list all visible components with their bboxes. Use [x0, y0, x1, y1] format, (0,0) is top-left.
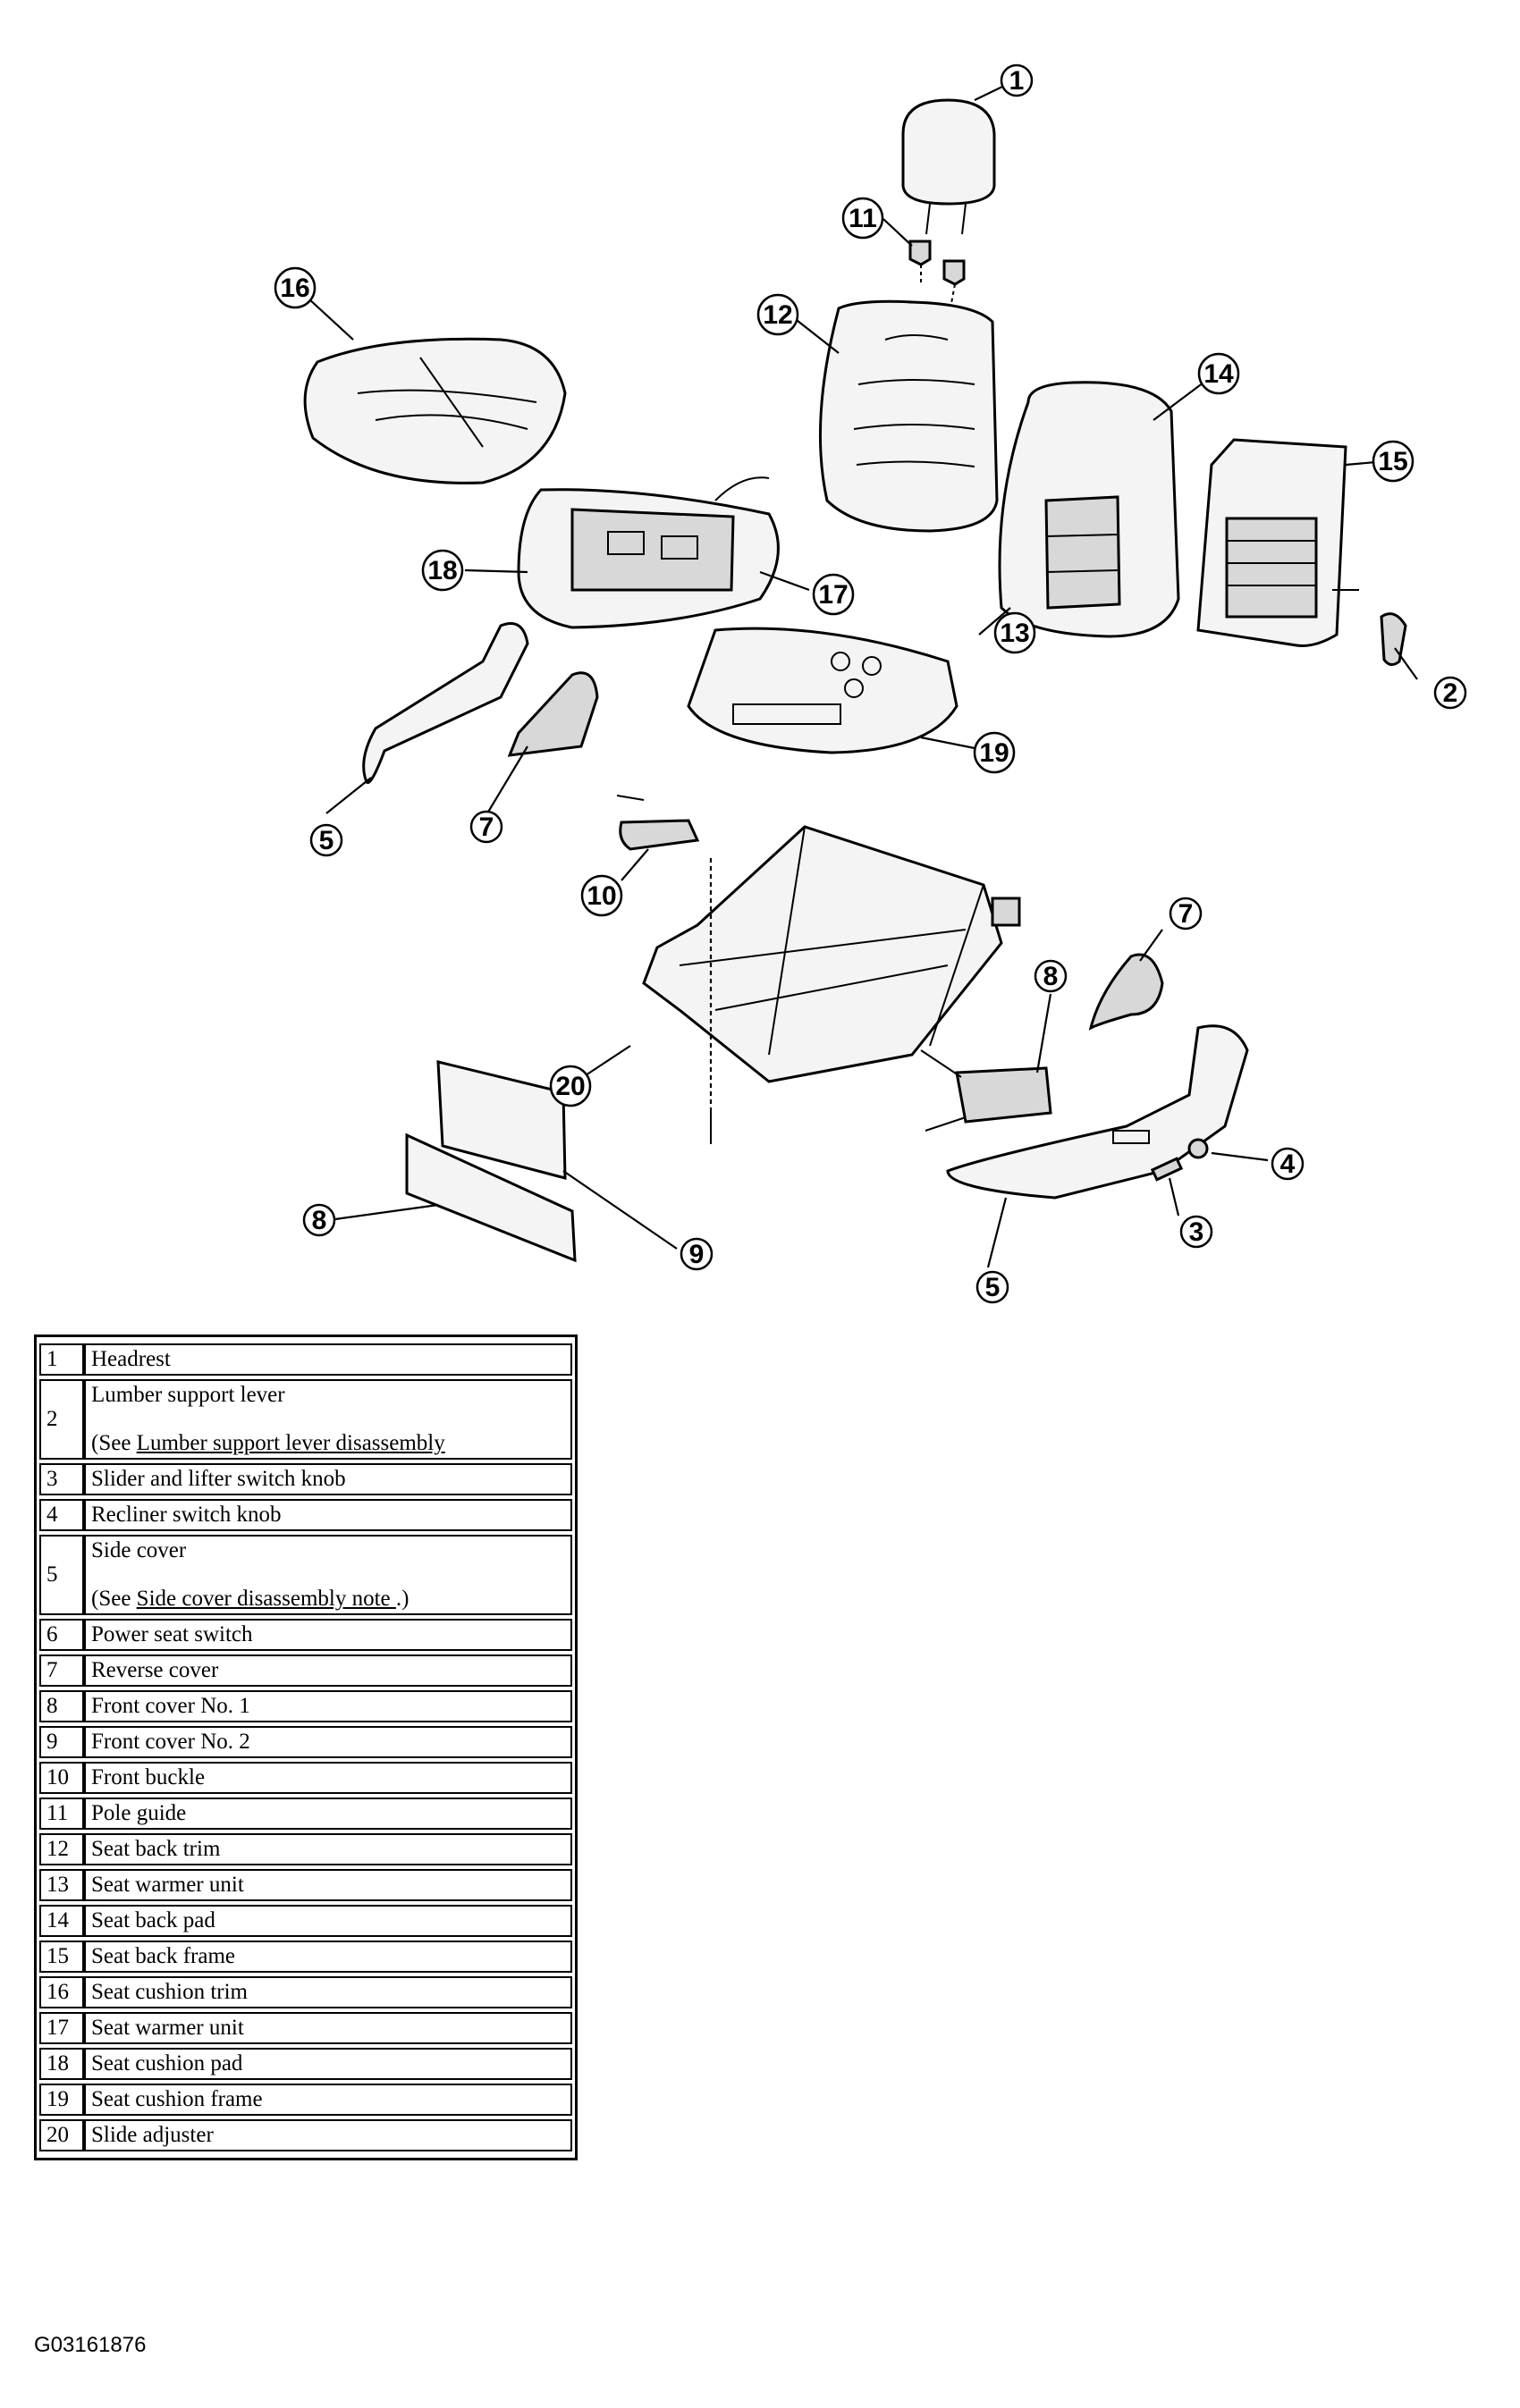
svg-text:17: 17	[818, 580, 848, 610]
side-cover-disassembly-link[interactable]: Side cover disassembly note	[136, 1587, 396, 1611]
legend-row: 5 Side cover (See Side cover disassembly…	[39, 1535, 572, 1615]
seat-back-pad-part	[998, 381, 1180, 638]
callout: 12	[756, 293, 799, 336]
callout: 20	[549, 1065, 592, 1107]
svg-text:19: 19	[979, 738, 1009, 768]
callout: 11	[841, 197, 884, 240]
slide-adjuster-part	[642, 825, 1021, 1144]
recliner-knob-part	[1187, 1138, 1209, 1159]
callout: 9	[680, 1237, 714, 1271]
callout: 7	[1169, 897, 1203, 930]
callout: 17	[812, 573, 855, 616]
callout: 15	[1372, 440, 1414, 483]
svg-text:9: 9	[689, 1240, 705, 1269]
svg-text:20: 20	[555, 1072, 585, 1101]
legend-row: 2 Lumber support lever (See Lumber suppo…	[39, 1379, 572, 1460]
lumbar-lever-disassembly-link[interactable]: Lumber support lever disassembly	[136, 1431, 445, 1455]
side-cover-left-part	[362, 622, 529, 785]
reverse-cover-right-part	[1088, 953, 1164, 1031]
svg-text:11: 11	[849, 204, 877, 233]
callout: 5	[309, 823, 343, 857]
svg-text:10: 10	[587, 881, 616, 911]
callout: 14	[1197, 352, 1240, 395]
svg-text:4: 4	[1280, 1149, 1296, 1179]
reverse-cover-left-part	[507, 671, 599, 757]
seat-cushion-pad-part	[517, 476, 780, 629]
callout: 7	[469, 810, 503, 844]
seat-cushion-trim-part	[303, 337, 567, 484]
svg-text:14: 14	[1203, 359, 1234, 389]
callout: 16	[274, 266, 317, 309]
slider-knob-part	[1150, 1157, 1184, 1182]
pole-guide-part	[908, 240, 966, 314]
legend-name: Side cover	[91, 1538, 187, 1562]
svg-text:18: 18	[427, 556, 457, 585]
callout: 3	[1179, 1215, 1213, 1249]
svg-text:5: 5	[985, 1273, 1001, 1302]
callout: 8	[1034, 959, 1068, 993]
callout: 5	[975, 1270, 1009, 1304]
callout: 19	[973, 731, 1016, 774]
svg-text:8: 8	[312, 1206, 327, 1235]
svg-text:13: 13	[1000, 619, 1029, 648]
svg-text:15: 15	[1378, 447, 1407, 476]
front-buckle-part	[616, 795, 700, 851]
callout: 13	[993, 611, 1036, 654]
legend-note: (See Side cover disassembly note .)	[91, 1587, 410, 1611]
legend-note: (See Lumber support lever disassembly	[91, 1431, 445, 1455]
callout: 4	[1271, 1147, 1305, 1181]
seat-back-trim-part	[818, 299, 999, 533]
seat-cushion-frame-part	[687, 627, 958, 754]
callout: 2	[1433, 676, 1467, 710]
lumbar-lever-part	[1380, 612, 1407, 666]
callout: 1	[1000, 63, 1034, 97]
callout: 10	[580, 874, 623, 917]
svg-text:7: 7	[1178, 899, 1194, 929]
svg-text:12: 12	[763, 300, 792, 330]
headrest-part	[901, 98, 996, 235]
front-cover-2-part	[436, 1060, 567, 1180]
side-cover-right-part	[946, 1024, 1249, 1200]
svg-text:1: 1	[1009, 66, 1025, 96]
legend-name: Lumber support lever	[91, 1383, 285, 1407]
figure-id-label: G03161876	[34, 2333, 147, 2357]
power-seat-switch-part	[920, 1049, 1052, 1132]
svg-text:5: 5	[319, 826, 334, 855]
callout: 18	[421, 549, 464, 592]
seat-back-frame-part	[1196, 438, 1359, 647]
front-cover-1-part	[405, 1132, 577, 1263]
exploded-seat-diagram: 1 2 3 4 5 5 7 7 8 8 9 10 11 12 13 14 15 …	[274, 63, 1467, 1304]
svg-text:16: 16	[280, 274, 309, 303]
svg-text:2: 2	[1443, 678, 1458, 708]
svg-text:8: 8	[1043, 962, 1059, 991]
callout: 8	[302, 1203, 336, 1237]
svg-text:7: 7	[479, 812, 494, 842]
svg-text:3: 3	[1189, 1217, 1204, 1247]
